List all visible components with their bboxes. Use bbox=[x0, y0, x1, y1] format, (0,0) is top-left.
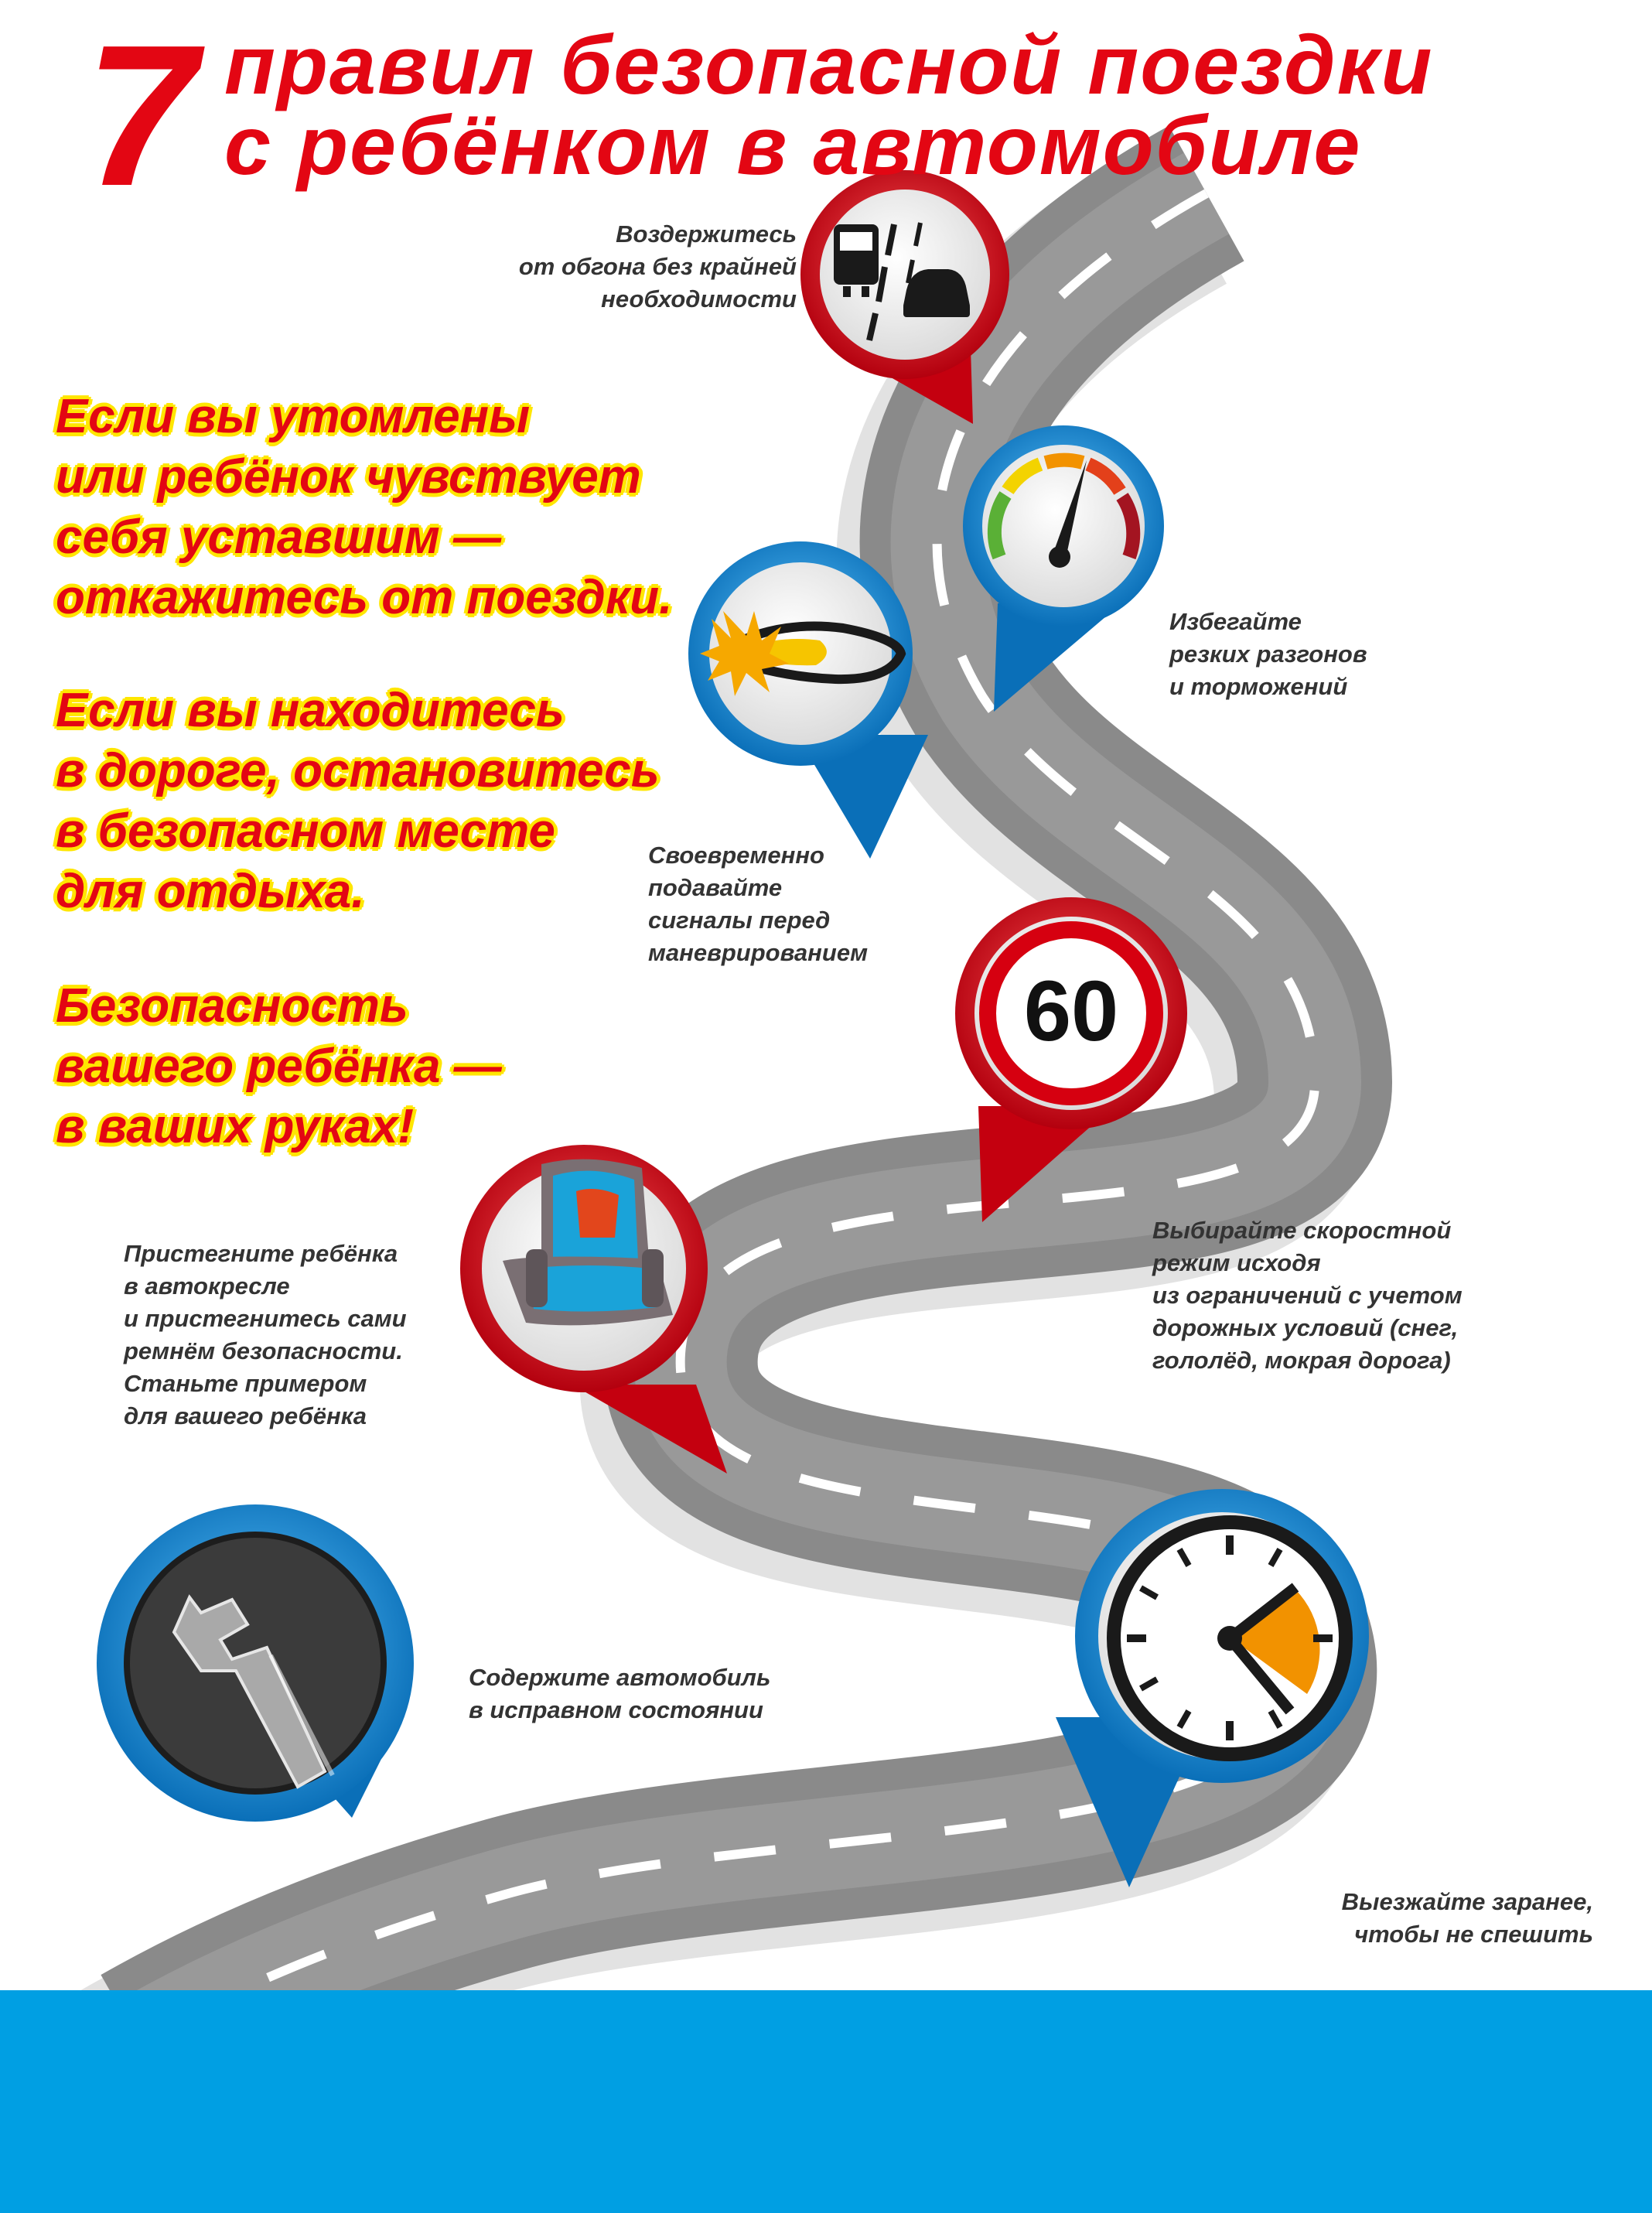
footer-bar bbox=[0, 1990, 1652, 2213]
warning-line: или ребёнок чувствует bbox=[56, 450, 641, 504]
clock-icon bbox=[1107, 1515, 1353, 1761]
turn-signal-icon bbox=[700, 611, 906, 696]
rule-caption-no-overtaking: Воздержитесь от обгона без крайней необх… bbox=[518, 220, 797, 312]
pin-turn-signal bbox=[688, 541, 928, 859]
pin-speed-limit: 60 bbox=[955, 897, 1187, 1222]
pin-wrench bbox=[97, 1504, 414, 1822]
pin-no-overtaking bbox=[800, 170, 1009, 424]
title-line-2: с ребёнком в автомобиле bbox=[224, 98, 1362, 192]
warning-line: в ваших руках! bbox=[56, 1100, 415, 1153]
speedometer-icon bbox=[987, 453, 1141, 568]
wrench-icon bbox=[172, 1594, 335, 1789]
title-number: 7 bbox=[85, 4, 197, 228]
warning-line: себя уставшим — bbox=[56, 511, 501, 564]
warning-block-2: Если вы находитесь в дороге, остановитес… bbox=[56, 681, 660, 922]
warning-line: в дороге, остановитесь bbox=[56, 744, 660, 797]
warning-block-3: Безопасность вашего ребёнка — в ваших ру… bbox=[56, 976, 502, 1157]
child-car-seat-icon bbox=[503, 1159, 673, 1326]
rule-caption-turn-signal: Своевременно подавайте сигналы перед ман… bbox=[648, 842, 868, 966]
rule-caption-wrench: Содержите автомобиль в исправном состоян… bbox=[469, 1664, 771, 1723]
rule-caption-speed-limit: Выбирайте скоростной режим исходя из огр… bbox=[1152, 1217, 1463, 1374]
warning-block-1: Если вы утомлены или ребёнок чувствует с… bbox=[56, 387, 672, 628]
warning-line: Если вы утомлены bbox=[56, 390, 531, 443]
title: 7 правил безопасной поездки с ребёнком в… bbox=[0, 0, 1652, 217]
warning-line: в безопасном месте bbox=[56, 804, 555, 858]
title-line-1: правил безопасной поездки bbox=[224, 18, 1434, 111]
warning-line: вашего ребёнка — bbox=[56, 1040, 502, 1093]
road-lane-dashes bbox=[137, 189, 1320, 2047]
rule-caption-clock: Выезжайте заранее, чтобы не спешить bbox=[1341, 1888, 1593, 1948]
pin-child-seat bbox=[460, 1145, 727, 1474]
pin-clock bbox=[1056, 1489, 1369, 1887]
speed-limit-value: 60 bbox=[1024, 964, 1118, 1059]
rule-caption-speedometer: Избегайте резких разгонов и торможений bbox=[1169, 608, 1367, 700]
no-overtaking-icon bbox=[834, 222, 970, 341]
speed-limit-sign-icon: 60 bbox=[979, 921, 1163, 1105]
warning-line: откажитесь от поездки. bbox=[56, 571, 673, 624]
warning-line: Безопасность bbox=[56, 979, 408, 1033]
pin-speedometer bbox=[963, 425, 1164, 712]
warning-line: для отдыха. bbox=[56, 865, 365, 918]
rule-caption-child-seat: Пристегните ребёнка в автокресле и прист… bbox=[124, 1240, 407, 1429]
warning-line: Если вы находитесь bbox=[56, 684, 565, 737]
